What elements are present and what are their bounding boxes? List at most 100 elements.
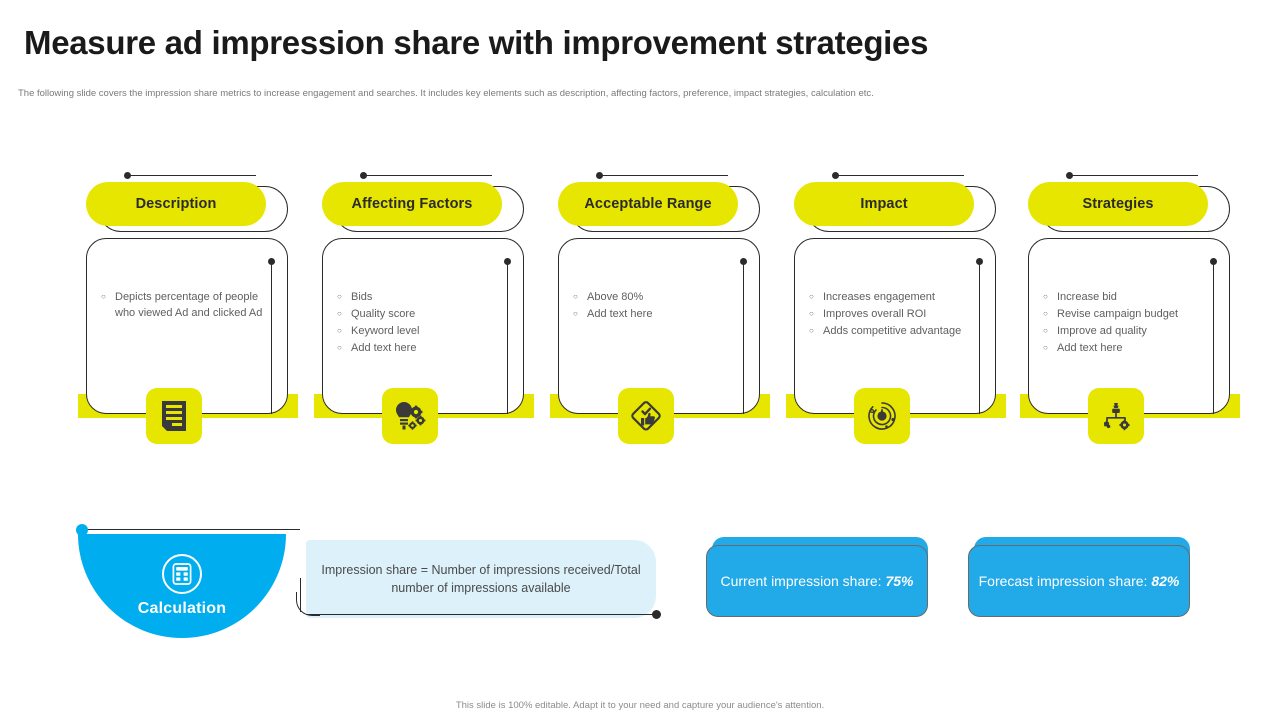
stat-prefix: Forecast impression share: xyxy=(978,573,1152,589)
stat-prefix: Current impression share: xyxy=(720,573,886,589)
stat-front-shape: Forecast impression share: 82% xyxy=(968,545,1190,617)
list-item: ○ Depicts percentage of people who viewe… xyxy=(101,289,275,321)
side-connector-dot-icon xyxy=(976,258,983,265)
formula-outline-left xyxy=(300,578,302,612)
card-acceptable-range[interactable]: Acceptable Range ○ Above 80% ○ Add text … xyxy=(550,166,786,486)
list-item: ○ Above 80% xyxy=(573,289,747,305)
list-item-label: Quality score xyxy=(351,308,416,320)
footer-note: This slide is 100% editable. Adapt it to… xyxy=(455,700,825,711)
card-impact[interactable]: Impact ○ Increases engagement ○ Improves… xyxy=(786,166,1022,486)
connector-line xyxy=(364,175,492,177)
side-connector-line xyxy=(271,262,273,414)
card-body: ○ Increase bid ○ Revise campaign budget … xyxy=(1028,238,1230,414)
card-title: Affecting Factors xyxy=(351,196,473,212)
list-item-label: Bids xyxy=(351,291,373,303)
connector-dot-icon xyxy=(124,172,131,179)
list-item-label: Increases engagement xyxy=(823,291,935,303)
formula-connector-dot-icon xyxy=(652,610,661,619)
pill-fill-shape: Strategies xyxy=(1028,182,1208,226)
connector-line xyxy=(836,175,964,177)
list-item: ○ Quality score xyxy=(337,306,511,322)
pill-fill-shape: Acceptable Range xyxy=(558,182,738,226)
bullet-marker-icon: ○ xyxy=(1043,343,1048,352)
side-connector-line xyxy=(507,262,509,414)
bullet-list: ○ Depicts percentage of people who viewe… xyxy=(101,289,275,322)
page-subtitle: The following slide covers the impressio… xyxy=(18,88,874,99)
connector-dot-icon xyxy=(1066,172,1073,179)
list-item-label: Improve ad quality xyxy=(1057,325,1147,337)
card-header-pill[interactable]: Affecting Factors xyxy=(322,182,524,232)
list-item-label: Keyword level xyxy=(351,325,420,337)
list-item: ○ Improve ad quality xyxy=(1043,323,1217,339)
stat-front-shape: Current impression share: 75% xyxy=(706,545,928,617)
stat-current-impression-share[interactable]: Current impression share: 75% xyxy=(706,537,932,623)
bullet-marker-icon: ○ xyxy=(337,309,342,318)
side-connector-dot-icon xyxy=(1210,258,1217,265)
list-item: ○ Keyword level xyxy=(337,323,511,339)
list-item: ○ Add text here xyxy=(1043,340,1217,356)
card-header-pill[interactable]: Strategies xyxy=(1028,182,1230,232)
card-header-pill[interactable]: Description xyxy=(86,182,288,232)
card-affecting-factors[interactable]: Affecting Factors ○ Bids ○ Quality score xyxy=(314,166,550,486)
calculation-block[interactable]: Calculation xyxy=(76,524,300,638)
card-header-pill[interactable]: Acceptable Range xyxy=(558,182,760,232)
connector-line xyxy=(128,175,256,177)
bullet-marker-icon: ○ xyxy=(809,292,814,301)
bullet-marker-icon: ○ xyxy=(337,326,342,335)
bullet-marker-icon: ○ xyxy=(1043,309,1048,318)
list-item: ○ Adds competitive advantage xyxy=(809,323,983,339)
thumbs-up-sign-icon xyxy=(618,388,674,444)
list-item-label: Add text here xyxy=(351,342,417,354)
pill-fill-shape: Impact xyxy=(794,182,974,226)
bullet-marker-icon: ○ xyxy=(1043,292,1048,301)
document-list-icon xyxy=(146,388,202,444)
bullet-marker-icon: ○ xyxy=(101,292,106,301)
bullet-list: ○ Bids ○ Quality score ○ Keyword level ○… xyxy=(337,289,511,357)
side-connector-line xyxy=(979,262,981,414)
list-item: ○ Add text here xyxy=(337,340,511,356)
list-item-label: Add text here xyxy=(1057,342,1123,354)
card-header-pill[interactable]: Impact xyxy=(794,182,996,232)
bullet-marker-icon: ○ xyxy=(337,343,342,352)
card-description[interactable]: Description ○ Depicts percentage of peop… xyxy=(78,166,314,486)
stat-value: 75% xyxy=(885,573,914,589)
page-title: Measure ad impression share with improve… xyxy=(24,24,929,61)
card-title: Impact xyxy=(860,196,908,212)
stat-forecast-impression-share[interactable]: Forecast impression share: 82% xyxy=(968,537,1194,623)
lightbulb-gears-icon xyxy=(382,388,438,444)
stat-label: Forecast impression share: 82% xyxy=(979,571,1180,591)
list-item: ○ Increase bid xyxy=(1043,289,1217,305)
formula-outline-bottom xyxy=(306,614,658,616)
calculation-connector-dot-icon xyxy=(76,524,88,536)
card-body: ○ Above 80% ○ Add text here xyxy=(558,238,760,414)
list-item-label: Revise campaign budget xyxy=(1057,308,1179,320)
connector-line xyxy=(1070,175,1198,177)
list-item: ○ Bids xyxy=(337,289,511,305)
bullet-marker-icon: ○ xyxy=(573,292,578,301)
calculator-icon xyxy=(162,554,202,594)
side-connector-dot-icon xyxy=(268,258,275,265)
list-item-label: Depicts percentage of people who viewed … xyxy=(115,291,263,319)
pill-fill-shape: Description xyxy=(86,182,266,226)
list-item: ○ Improves overall ROI xyxy=(809,306,983,322)
pill-fill-shape: Affecting Factors xyxy=(322,182,502,226)
side-connector-dot-icon xyxy=(504,258,511,265)
bullet-list: ○ Increases engagement ○ Improves overal… xyxy=(809,289,983,340)
list-item: ○ Revise campaign budget xyxy=(1043,306,1217,322)
card-title: Strategies xyxy=(1082,196,1154,212)
formula-outline-corner xyxy=(296,592,320,616)
bullet-marker-icon: ○ xyxy=(337,292,342,301)
list-item: ○ Increases engagement xyxy=(809,289,983,305)
card-body: ○ Increases engagement ○ Improves overal… xyxy=(794,238,996,414)
formula-text: Impression share = Number of impressions… xyxy=(321,563,641,595)
card-body: ○ Depicts percentage of people who viewe… xyxy=(86,238,288,414)
strategy-chess-icon xyxy=(1088,388,1144,444)
card-strategies[interactable]: Strategies ○ Increase bid ○ Revise campa… xyxy=(1020,166,1256,486)
target-impact-icon xyxy=(854,388,910,444)
bullet-list: ○ Above 80% ○ Add text here xyxy=(573,289,747,323)
connector-dot-icon xyxy=(832,172,839,179)
bullet-marker-icon: ○ xyxy=(1043,326,1048,335)
formula-box: Impression share = Number of impressions… xyxy=(306,540,656,618)
list-item-label: Increase bid xyxy=(1057,291,1117,303)
